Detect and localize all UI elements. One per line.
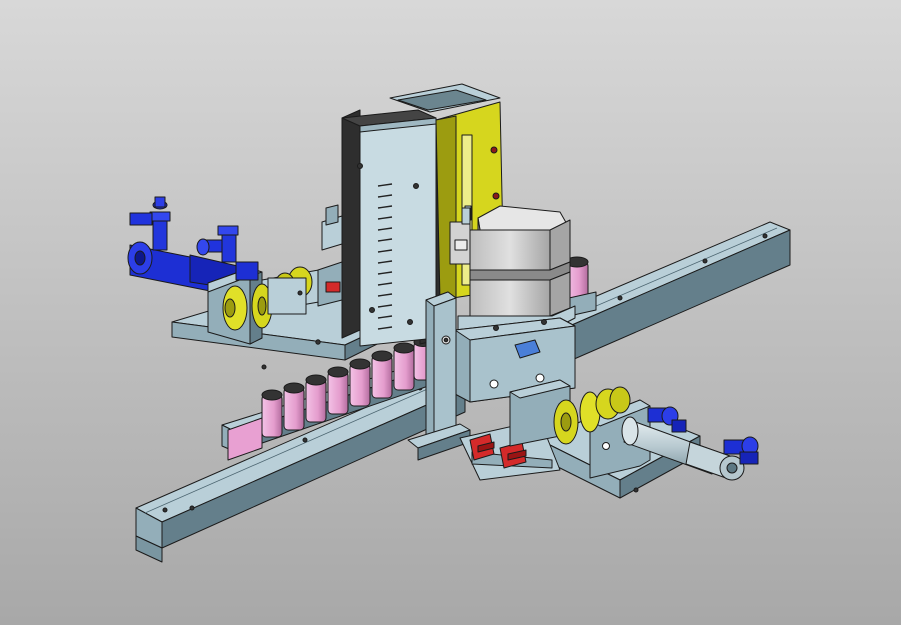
front-left-rail[interactable]	[135, 374, 466, 563]
magazine-slots	[377, 183, 393, 330]
red-sensors[interactable]	[469, 433, 527, 469]
capsule-5[interactable]	[349, 358, 371, 407]
front-upright-post[interactable]	[407, 291, 471, 461]
capsule-3[interactable]	[305, 374, 327, 423]
capsule-2[interactable]	[283, 382, 305, 431]
left-roller-bracket[interactable]	[207, 261, 331, 345]
capsule-7[interactable]	[393, 342, 415, 391]
capsule-6[interactable]	[371, 350, 393, 399]
left-pneumatic-fittings[interactable]	[127, 196, 256, 293]
capsule-1[interactable]	[261, 389, 283, 438]
stepper-motor[interactable]	[449, 205, 576, 331]
right-pneumatic-fittings[interactable]	[647, 406, 759, 465]
capsule-row[interactable]	[261, 337, 433, 438]
central-base-block[interactable]	[454, 317, 576, 403]
upper-left-bracket[interactable]	[317, 204, 343, 307]
right-pneumatic-cylinder[interactable]	[621, 406, 759, 481]
capsule-4[interactable]	[327, 366, 349, 415]
